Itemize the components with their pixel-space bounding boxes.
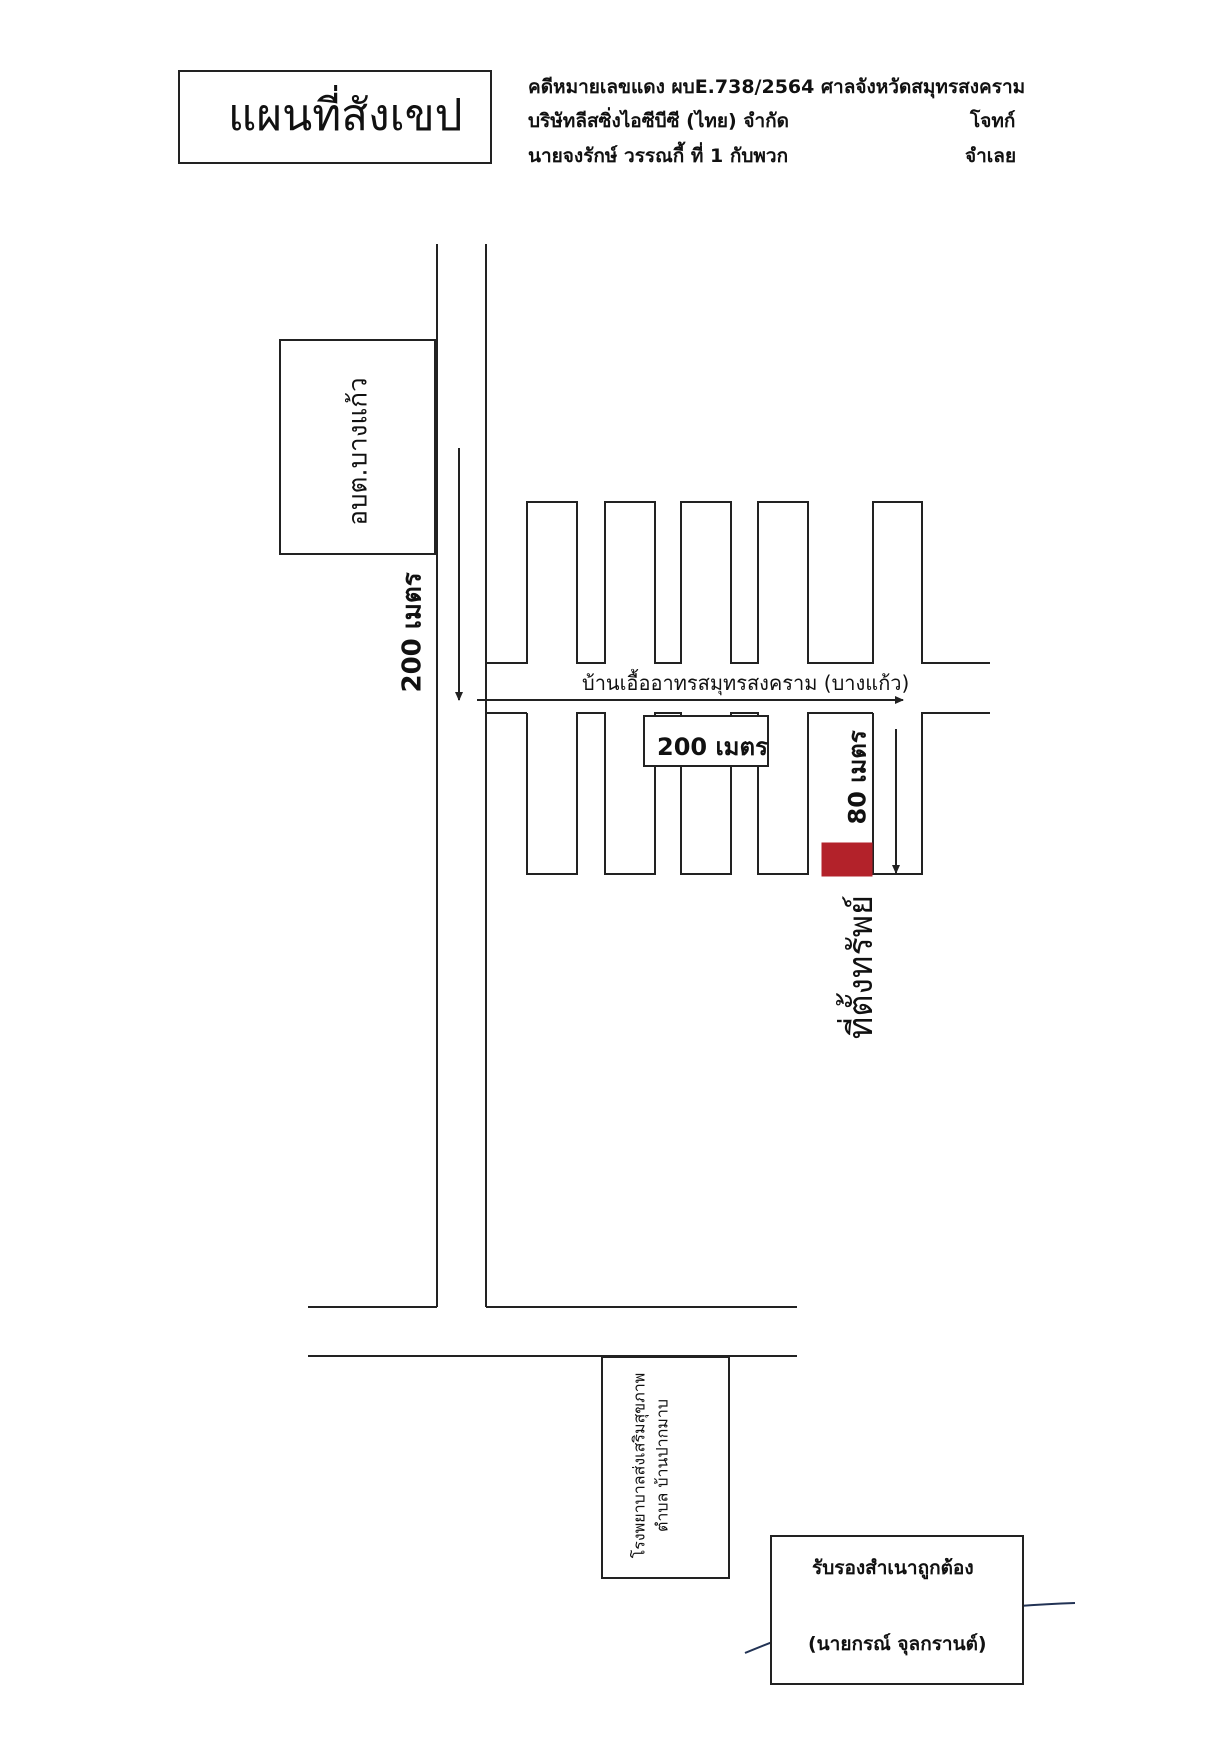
case-number-line: คดีหมายเลขแดง ผบE.738/2564 ศาลจังหวัดสมุ… [528,76,1026,98]
distance-vertical-short: 80 เมตร [843,730,872,825]
defendant-name: นายจงรักษ์ วรรณกี้ ที่ 1 กับพวก [528,145,789,167]
lower-blocks [526,712,990,875]
map-title: แผนที่สังเขป [228,90,463,141]
hospital-label-line1: โรงพยาบาลส่งเสริมสุขภาพ [629,1372,649,1559]
village-label: บ้านเอื้ออาทรสมุทรสงคราม (บางแก้ว) [582,671,910,695]
distance-vertical-main: 200 เมตร [397,572,428,693]
defendant-role: จำเลย [965,145,1017,167]
obt-label: อบต.บางแก้ว [343,377,374,526]
property-marker [821,842,873,877]
upper-blocks [486,501,990,664]
distance-horizontal: 200 เมตร [657,733,768,761]
plaintiff-role: โจทก์ [970,110,1016,132]
certification-box: รับรองสำเนาถูกต้อง (นายกรณ์ จุลกรานต์) [770,1535,1024,1685]
certification-title: รับรองสำเนาถูกต้อง [812,1557,974,1579]
plaintiff-name: บริษัทลีสซิ่งไอซีบีซี (ไทย) จำกัด [528,110,789,132]
obt-building: อบต.บางแก้ว [279,339,436,555]
hospital-building: โรงพยาบาลส่งเสริมสุขภาพ ตำบล บ้านปากมาบ [601,1356,730,1579]
map-title-box: แผนที่สังเขป [178,70,492,164]
distance-horizontal-box: 200 เมตร [643,715,769,767]
property-label: ที่ตั้งทรัพย์ [841,894,881,1040]
certifier-name: (นายกรณ์ จุลกรานต์) [808,1633,987,1655]
hospital-label-line2: ตำบล บ้านปากมาบ [652,1399,672,1533]
